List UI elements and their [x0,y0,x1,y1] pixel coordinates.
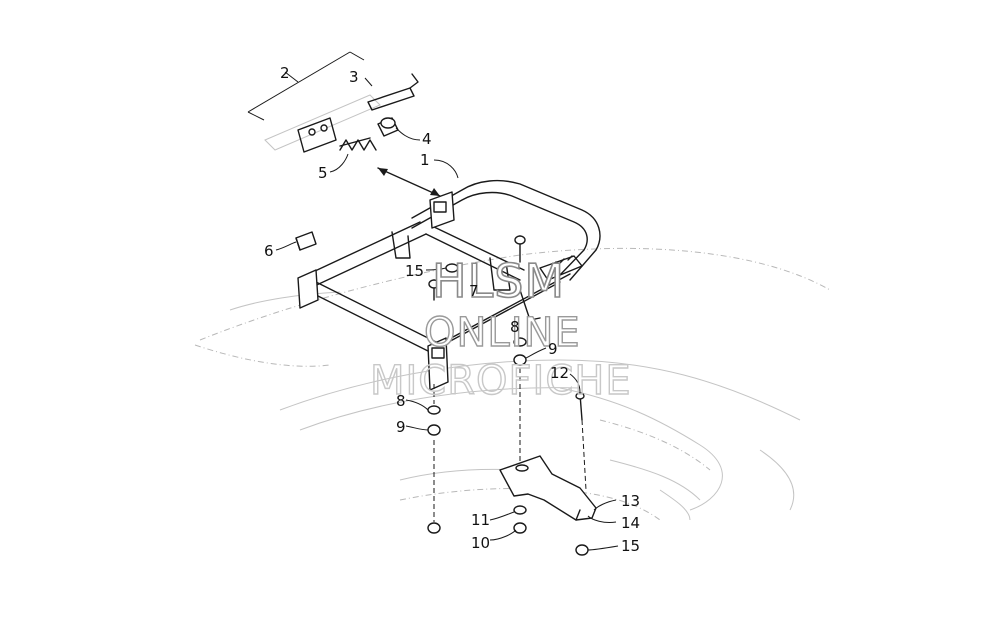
watermark-line1: HLSM [432,254,565,308]
assembly-arrow [377,167,441,197]
item-2-bracket [247,51,365,121]
watermark-line3: MICROFICHE [370,358,632,404]
callout-4: 4 [422,130,432,148]
watermark: HLSM ONLINE MICROFICHE [369,253,632,405]
callout-13: 13 [621,492,640,510]
callout-1: 1 [420,151,430,169]
callout-labels: 1 2 3 4 5 6 7 8 8 9 9 10 11 12 13 14 15 … [264,64,640,555]
latch-assembly [264,73,419,153]
callout-15-upper: 15 [405,262,424,280]
callout-5: 5 [318,164,328,182]
hardware-parts [427,235,589,556]
callout-9-left: 9 [396,418,406,436]
mounting-bracket-part [499,455,597,521]
callout-7: 7 [469,282,479,300]
callout-12: 12 [550,364,569,382]
callout-6: 6 [264,242,274,260]
callout-3: 3 [349,68,359,86]
callout-9-right: 9 [548,340,558,358]
rack-frame [297,179,601,391]
callout-10: 10 [471,534,490,552]
callout-8-left: 8 [396,392,406,410]
callout-8-right: 8 [510,318,520,336]
end-cap-part [295,231,317,251]
watermark-line2: ONLINE [424,310,581,356]
callout-2: 2 [280,64,290,82]
leader-lines [275,77,619,551]
callout-14: 14 [621,514,640,532]
spring-part [339,137,377,151]
callout-11: 11 [471,511,490,529]
callout-15-lower: 15 [621,537,640,555]
